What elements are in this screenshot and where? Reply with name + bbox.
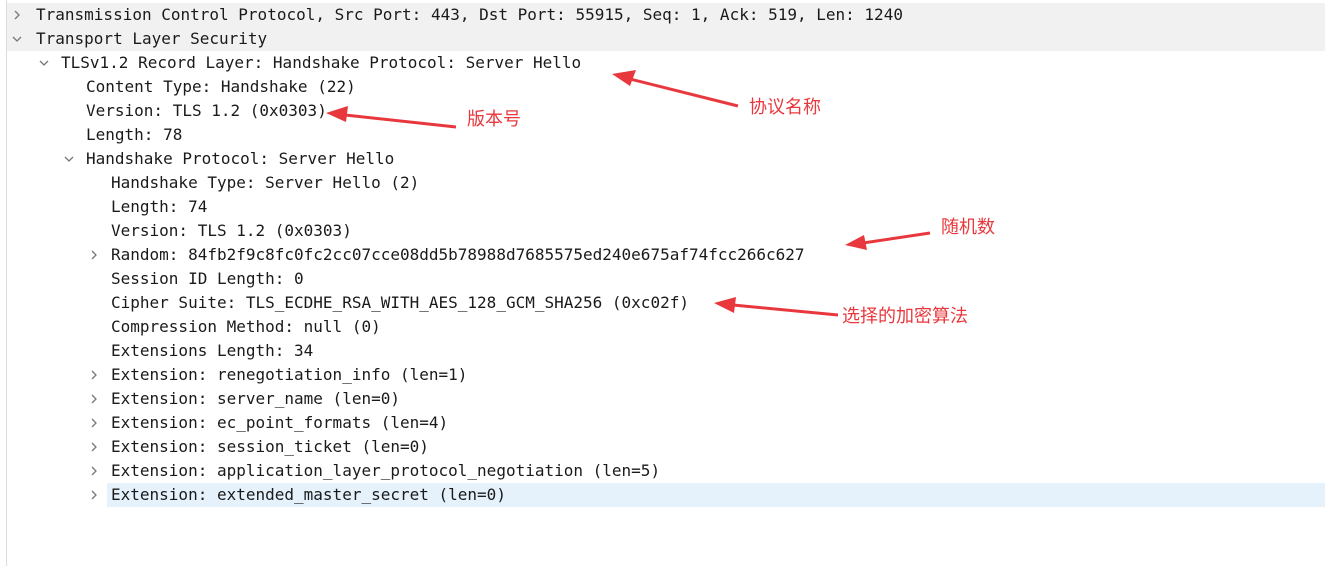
tree-row-label: Handshake Type: Server Hello (2) [111,173,420,192]
tree-row-cipher-suite[interactable]: Cipher Suite: TLS_ECDHE_RSA_WITH_AES_128… [7,291,1325,315]
tree-row-label: Session ID Length: 0 [111,269,304,288]
chevron-right-icon[interactable] [9,3,25,27]
chevron-right-icon[interactable] [86,363,102,387]
tree-row-compression-method[interactable]: Compression Method: null (0) [7,315,1325,339]
tree-row-label: Extension: renegotiation_info (len=1) [111,365,468,384]
tree-row-label: Compression Method: null (0) [111,317,381,336]
chevron-down-icon[interactable] [36,51,52,75]
annotation-version: 版本号 [467,109,521,130]
tree-row-label: Version: TLS 1.2 (0x0303) [111,221,352,240]
tree-row-handshake-version[interactable]: Version: TLS 1.2 (0x0303) [7,219,1325,243]
tree-row-label: Transport Layer Security [36,29,268,48]
tree-row-extension-extended-master-secret[interactable]: Extension: extended_master_secret (len=0… [91,483,1325,507]
tree-row-extension-ec-point-formats[interactable]: Extension: ec_point_formats (len=4) [7,411,1325,435]
pane-border [6,0,7,566]
tree-row-content-type[interactable]: Content Type: Handshake (22) [7,75,1325,99]
tree-row-extension-session-ticket[interactable]: Extension: session_ticket (len=0) [7,435,1325,459]
tree-row-label: Length: 74 [111,197,208,216]
tree-row-handshake-type[interactable]: Handshake Type: Server Hello (2) [7,171,1325,195]
tree-row-record-version[interactable]: Version: TLS 1.2 (0x0303) [7,99,1325,123]
tree-row-extension-server-name[interactable]: Extension: server_name (len=0) [7,387,1325,411]
chevron-right-icon[interactable] [86,411,102,435]
chevron-right-icon[interactable] [86,435,102,459]
tree-row-label: Handshake Protocol: Server Hello [86,149,395,168]
annotation-cipher: 选择的加密算法 [842,306,968,327]
tree-row-handshake-length[interactable]: Length: 74 [7,195,1325,219]
tree-row-label: Extensions Length: 34 [111,341,314,360]
chevron-down-icon[interactable] [9,27,25,51]
tree-row-tcp[interactable]: Transmission Control Protocol, Src Port:… [7,3,1325,27]
tree-row-label: Extension: session_ticket (len=0) [111,437,429,456]
tree-row-label: Random: 84fb2f9c8fc0fc2cc07cce08dd5b7898… [111,245,805,264]
tree-row-label: Extension: ec_point_formats (len=4) [111,413,449,432]
tree-row-label: Content Type: Handshake (22) [86,77,356,96]
tree-row-record-layer[interactable]: TLSv1.2 Record Layer: Handshake Protocol… [7,51,1325,75]
annotation-protocol-name: 协议名称 [749,97,821,118]
tree-row-label: Version: TLS 1.2 (0x0303) [86,101,327,120]
chevron-right-icon[interactable] [86,483,102,507]
chevron-right-icon[interactable] [86,243,102,267]
tree-row-extension-renegotiation-info[interactable]: Extension: renegotiation_info (len=1) [7,363,1325,387]
tree-row-random[interactable]: Random: 84fb2f9c8fc0fc2cc07cce08dd5b7898… [7,243,1325,267]
tree-row-extension-alpn[interactable]: Extension: application_layer_protocol_ne… [7,459,1325,483]
chevron-right-icon[interactable] [86,387,102,411]
tree-row-label: Cipher Suite: TLS_ECDHE_RSA_WITH_AES_128… [111,293,689,312]
annotation-random: 随机数 [941,217,995,238]
tree-row-handshake-protocol[interactable]: Handshake Protocol: Server Hello [7,147,1325,171]
chevron-right-icon[interactable] [86,459,102,483]
tree-row-label: TLSv1.2 Record Layer: Handshake Protocol… [61,53,582,72]
tree-row-extensions-length[interactable]: Extensions Length: 34 [7,339,1325,363]
tree-row-tls[interactable]: Transport Layer Security [7,27,1325,51]
tree-row-label: Extension: extended_master_secret (len=0… [111,485,506,504]
tree-row-record-length[interactable]: Length: 78 [7,123,1325,147]
tree-row-label: Extension: server_name (len=0) [111,389,400,408]
tree-row-label: Extension: application_layer_protocol_ne… [111,461,661,480]
tree-row-label: Transmission Control Protocol, Src Port:… [36,5,903,24]
tree-row-label: Length: 78 [86,125,183,144]
chevron-down-icon[interactable] [61,147,77,171]
tree-row-session-id-length[interactable]: Session ID Length: 0 [7,267,1325,291]
